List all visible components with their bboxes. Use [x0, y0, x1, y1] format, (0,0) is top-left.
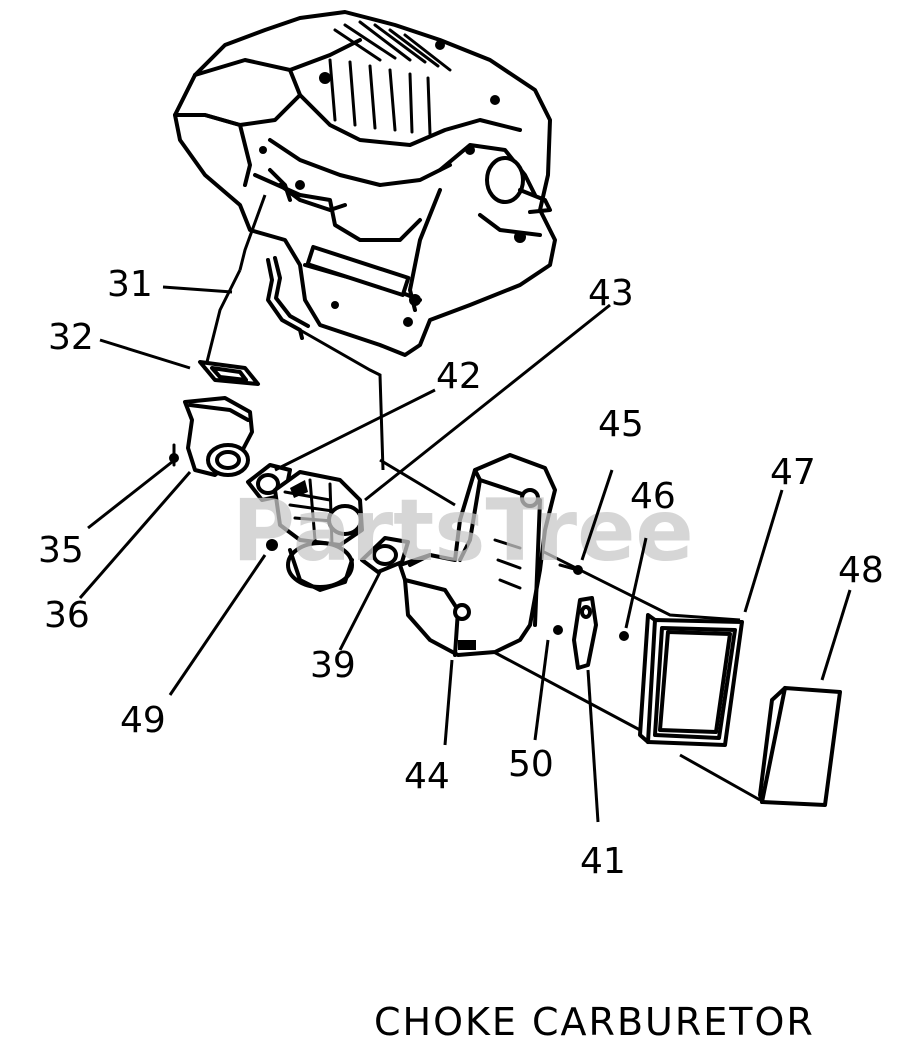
- leader-41: [586, 669, 600, 823]
- part-44-air-cleaner-base: [398, 453, 557, 657]
- engine-block-drawing: [173, 10, 557, 357]
- leader-47: [743, 489, 784, 613]
- part-47-air-filter: [638, 613, 744, 747]
- leader-50: [533, 639, 550, 741]
- leader-35: [87, 460, 173, 530]
- leader-45: [580, 469, 614, 561]
- callout-35: 35: [38, 530, 84, 571]
- part-32-gasket: [198, 360, 260, 386]
- callout-41: 41: [580, 841, 626, 882]
- leader-44: [443, 659, 454, 746]
- leader-31: [162, 285, 233, 294]
- callout-31: 31: [107, 264, 153, 305]
- leader-48: [820, 589, 852, 681]
- callout-49: 49: [120, 700, 166, 741]
- callout-43: 43: [588, 273, 634, 314]
- part-31-breather-tube: [266, 256, 310, 340]
- part-39-gasket: [360, 536, 410, 574]
- part-46-screw: [619, 631, 629, 641]
- part-36-intake-elbow: [183, 396, 254, 477]
- callout-39: 39: [310, 645, 356, 686]
- callout-45: 45: [598, 404, 644, 445]
- leader-39: [338, 571, 382, 651]
- leader-46: [624, 537, 648, 629]
- callout-47: 47: [770, 452, 816, 493]
- callout-36: 36: [44, 595, 90, 636]
- leader-36: [78, 471, 192, 599]
- watermark: PartsTree: [232, 481, 694, 581]
- callout-42: 42: [436, 356, 482, 397]
- callout-44: 44: [404, 756, 450, 797]
- part-48-pre-cleaner: [758, 686, 842, 807]
- leader-32: [99, 338, 191, 370]
- callout-46: 46: [630, 476, 676, 517]
- diagram-caption: CHOKE CARBURETOR: [374, 1000, 815, 1044]
- part-35-screw: [169, 443, 179, 467]
- explosion-guide-lines: [203, 194, 761, 802]
- leader-42: [274, 388, 436, 472]
- part-41-bracket: [572, 596, 598, 670]
- callout-50: 50: [508, 744, 554, 785]
- callout-leader-lines: [78, 285, 852, 823]
- leader-49: [168, 554, 267, 696]
- part-49-carburetor-bowl-screw: [266, 539, 278, 551]
- callout-32: 32: [48, 317, 94, 358]
- callout-48: 48: [838, 550, 884, 591]
- part-50-screw: [553, 625, 563, 635]
- part-45-screw: [558, 563, 583, 575]
- leader-43: [364, 303, 611, 502]
- part-43-carburetor: [273, 470, 364, 592]
